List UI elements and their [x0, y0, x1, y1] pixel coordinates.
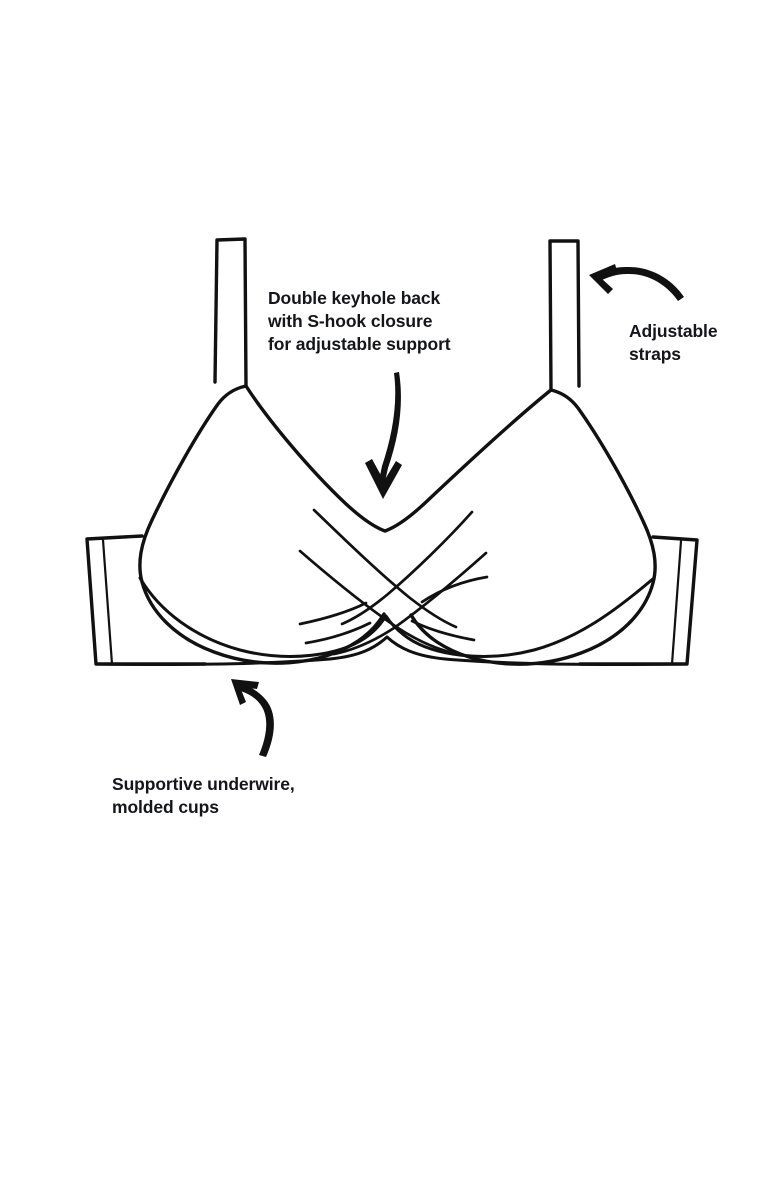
keyhole-arrow — [365, 372, 402, 499]
keyhole-arrow-shaft — [378, 372, 401, 486]
supportive-underwire-callout: Supportive underwire, molded cups — [112, 774, 295, 818]
underwire-arrow — [231, 679, 274, 757]
drape-line-short-right — [420, 575, 489, 604]
underwire-arrow-head — [231, 679, 259, 705]
callout-arrows — [231, 264, 684, 757]
right-shoulder-strap — [548, 239, 581, 392]
straps-arrow-head — [589, 264, 617, 294]
drape-line-left-upper — [312, 508, 458, 629]
band-bottom-edge — [94, 635, 689, 666]
left-side-band-seam — [101, 538, 114, 666]
drape-line-right-lower — [332, 551, 488, 656]
garment-outline — [85, 237, 699, 666]
adjustable-straps-callout: Adjustable straps — [629, 321, 718, 365]
underwire-line — [138, 576, 656, 658]
drape-line-right-upper — [340, 510, 474, 626]
right-molded-cup — [409, 388, 657, 666]
drape-line-left-lower — [298, 549, 460, 656]
drape-line-short-left — [298, 601, 368, 626]
keyhole-arrow-head — [365, 459, 402, 499]
underwire-arrow-shaft — [237, 683, 274, 757]
center-gore — [244, 384, 553, 533]
drape-gather-lines — [298, 508, 489, 656]
left-shoulder-strap — [213, 237, 248, 388]
drape-line-short-right-2 — [410, 619, 476, 642]
drape-line-short-left-2 — [304, 621, 372, 645]
straps-arrow-shaft — [597, 266, 684, 301]
right-side-band-seam — [670, 539, 683, 666]
straps-arrow — [589, 264, 684, 301]
double-keyhole-back-callout: Double keyhole back with S-hook closure … — [268, 288, 451, 355]
